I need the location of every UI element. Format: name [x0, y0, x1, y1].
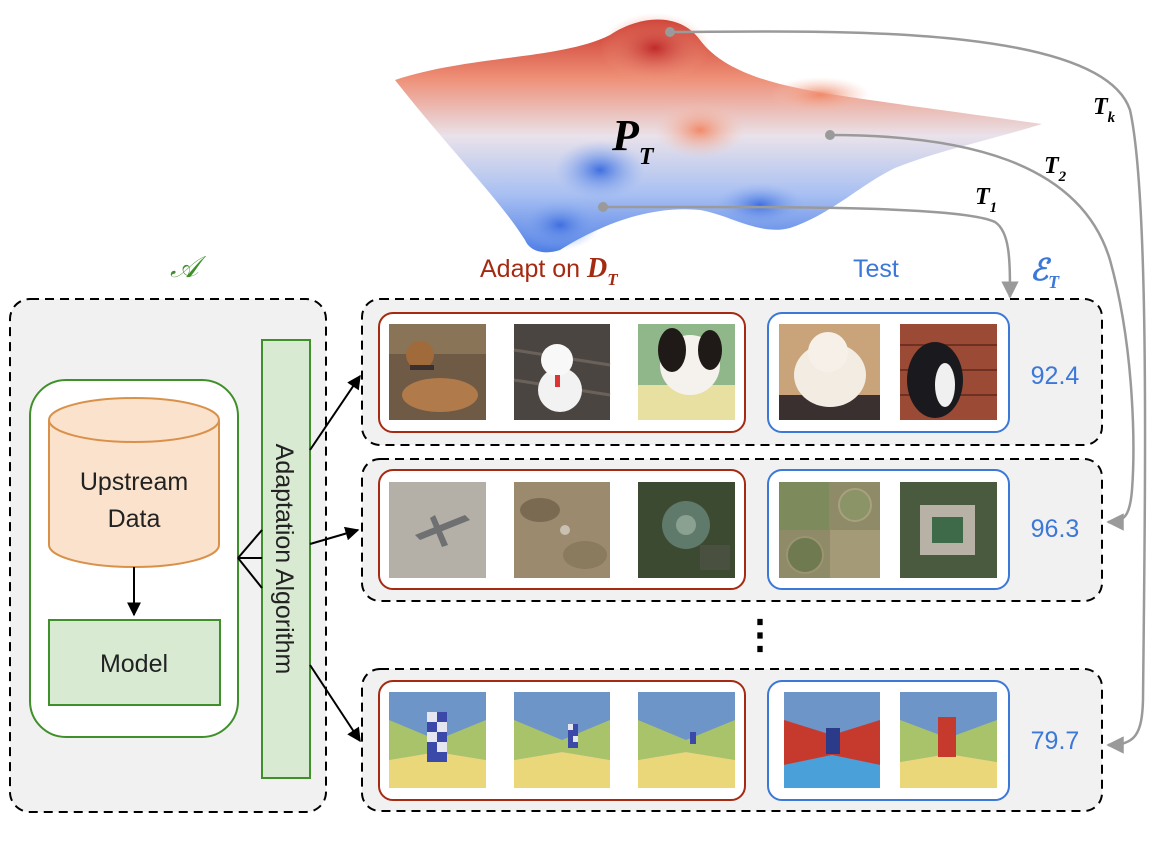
arrow-to-row-2	[309, 526, 360, 545]
task-row-1: 92.4	[361, 298, 1103, 446]
3d-maze-checker-object-mid-image	[514, 692, 610, 788]
model-label: Model	[100, 650, 168, 678]
test-header: Test	[853, 255, 899, 283]
connector-top	[237, 529, 263, 559]
task-2-path	[829, 133, 1135, 531]
task-k-path	[669, 30, 1147, 754]
aerial-domed-building-image	[638, 482, 735, 578]
white-fluffy-puppy-image	[513, 324, 611, 420]
aerial-farm-fields-image	[779, 482, 880, 578]
persian-cat-image	[779, 324, 880, 420]
upstream-label-line1: Upstream	[80, 468, 188, 496]
score-row-1: 92.4	[1031, 362, 1080, 390]
task-1-label: T1	[975, 184, 997, 216]
arrow-to-row-3	[309, 664, 361, 743]
landscape-label: PT	[611, 111, 655, 170]
aerial-terrain-image	[514, 482, 610, 578]
aerial-airplane-image	[389, 482, 486, 578]
adapt-header: Adapt on DT	[480, 253, 618, 289]
3d-maze-red-panel-image	[900, 692, 997, 788]
task-row-3: 79.7	[361, 668, 1103, 812]
connector-bottom	[237, 557, 263, 589]
task-row-2: 96.3	[361, 458, 1103, 602]
task-2-label: T2	[1044, 153, 1067, 185]
arrow-to-row-1	[309, 374, 361, 451]
algorithm-panel: Upstream Data Model Adaptation Algorithm	[9, 298, 327, 813]
adaptation-algorithm-box	[261, 339, 311, 779]
eval-header: ℰT	[1030, 254, 1060, 292]
dog-lying-on-couch-image	[389, 324, 486, 420]
task-1-path	[602, 205, 1019, 299]
algorithm-symbol: 𝒜	[170, 251, 207, 284]
dog-by-brick-wall-image	[900, 324, 997, 420]
aerial-courtyard-building-image	[900, 482, 997, 578]
task-landscape: PT Tk T2 T1	[395, 13, 1147, 754]
model-box	[48, 619, 221, 706]
3d-maze-checker-object-far-image	[638, 692, 735, 788]
more-tasks-ellipsis: ⋮	[740, 613, 780, 657]
score-row-2: 96.3	[1031, 515, 1080, 543]
3d-maze-checker-object-near-image	[389, 692, 486, 788]
upstream-data-cylinder: Upstream Data	[48, 397, 220, 568]
upstream-label-line2: Data	[108, 505, 161, 533]
task-k-label: Tk	[1093, 94, 1116, 126]
black-white-puppy-image	[638, 324, 735, 420]
adaptation-algorithm-label: Adaptation Algorithm	[270, 444, 298, 675]
3d-maze-red-walls-figure-image	[784, 692, 880, 788]
score-row-3: 79.7	[1031, 727, 1080, 755]
